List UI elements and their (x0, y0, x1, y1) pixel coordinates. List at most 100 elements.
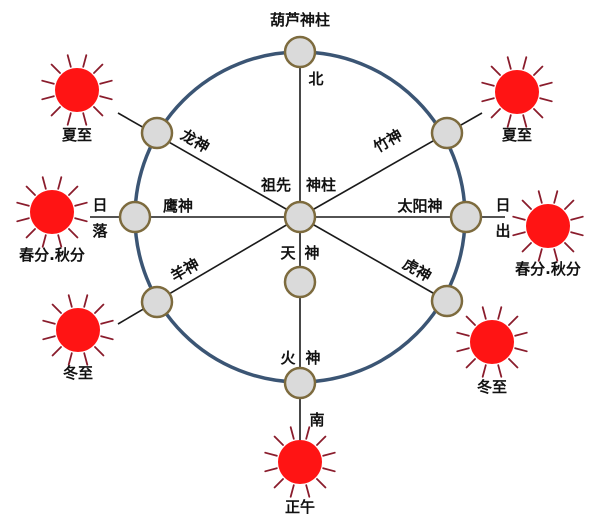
sun-ray (66, 54, 72, 68)
sun-ray (570, 231, 584, 237)
sun-summer-solstice-east: 夏至 (481, 56, 553, 144)
sun-ray (514, 331, 528, 337)
sun-ray (481, 364, 487, 378)
sun-ray (506, 114, 512, 128)
sun-ray (50, 63, 61, 74)
sun-label: 春分.秋分 (19, 246, 85, 264)
sun-ray (481, 306, 487, 320)
sun-ray (273, 435, 284, 446)
sun-ray (316, 435, 327, 446)
sun-ray (564, 199, 575, 210)
sun-ray (289, 484, 295, 498)
sun-ray (41, 79, 55, 85)
label-eagle-god: 鹰神 (163, 197, 193, 215)
node-ancestor-pillar (283, 200, 317, 234)
sun-ray (537, 190, 543, 204)
node-fire-god (283, 366, 317, 400)
sun-ray (57, 176, 63, 190)
node-sky-god (283, 265, 317, 299)
sun-ray (83, 352, 89, 366)
sun-ray (68, 185, 79, 196)
sun-ray (94, 346, 105, 357)
sun-ray (264, 451, 278, 457)
label-fire-right: 神 (305, 349, 320, 367)
label-sunrise-top: 日 (495, 196, 510, 214)
nodes (118, 35, 483, 400)
node-dragon-god (140, 116, 174, 150)
label-fire-left: 火 (280, 349, 296, 367)
label-gourd-pillar: 葫芦神柱 (270, 11, 330, 29)
label-ancestor-right: 神柱 (306, 176, 336, 194)
sun-ray (100, 335, 114, 341)
sun-label: 冬至 (63, 364, 93, 382)
sun-icon (30, 190, 74, 234)
sun-ray (68, 228, 79, 239)
sun-ray (57, 234, 63, 248)
sun-ray (456, 331, 470, 337)
sun-ray (465, 358, 476, 369)
sun-ray (539, 81, 553, 87)
sun-noon: 正午 (264, 426, 336, 516)
label-bamboo-god: 竹神 (370, 126, 406, 157)
sun-icon (526, 204, 570, 248)
sun-ray (533, 108, 544, 119)
sun-icon (495, 70, 539, 114)
sun-equinox-east: 春分.秋分 (512, 190, 584, 278)
sun-icon (56, 308, 100, 352)
sun-ray (66, 112, 72, 126)
sun-ray (74, 201, 88, 207)
label-sunset-bottom: 落 (92, 222, 108, 240)
sun-ray (512, 215, 526, 221)
sun-ray (82, 54, 88, 68)
sun-winter-solstice-east: 冬至 (456, 306, 528, 396)
sun-ray (322, 451, 336, 457)
sun-ray (16, 217, 30, 223)
sun-ray (41, 176, 47, 190)
sun-ray (41, 234, 47, 248)
sun-ray (16, 201, 30, 207)
sun-ray (264, 467, 278, 473)
sun-ray (25, 185, 36, 196)
sun-icon (278, 440, 322, 484)
label-dragon-god: 龙神 (177, 125, 213, 156)
sun-ray (25, 228, 36, 239)
label-north: 北 (308, 70, 323, 88)
sun-ray (521, 242, 532, 253)
sun-label: 春分.秋分 (515, 260, 581, 278)
spoke-southeast (299, 216, 448, 302)
sun-ray (74, 217, 88, 223)
sun-ray (305, 426, 311, 440)
sun-ray (490, 108, 501, 119)
sun-ray (465, 315, 476, 326)
sun-ray (94, 303, 105, 314)
sun-label: 冬至 (477, 378, 507, 396)
node-bamboo-god (430, 116, 464, 150)
label-sheep-god: 羊神 (168, 255, 203, 286)
sun-ray (456, 347, 470, 353)
sun-ray (51, 303, 62, 314)
sun-ray (51, 346, 62, 357)
sun-summer-solstice-west: 夏至 (41, 54, 113, 144)
sun-ray (289, 426, 295, 440)
sun-ray (497, 306, 503, 320)
sun-ray (506, 56, 512, 70)
sun-ray (522, 56, 528, 70)
sun-ray (99, 79, 113, 85)
sun-ray (514, 347, 528, 353)
sun-ray (41, 95, 55, 101)
label-sky-right: 神 (304, 244, 319, 262)
sun-ray (539, 97, 553, 103)
sun-ray (481, 97, 495, 103)
label-tiger-god: 虎神 (400, 255, 435, 286)
sun-ray (82, 112, 88, 126)
label-sunrise-bottom: 出 (495, 222, 510, 240)
sun-icon (55, 68, 99, 112)
sun-ray (322, 467, 336, 473)
sun-ray (508, 315, 519, 326)
node-eagle-god (118, 200, 152, 234)
sun-ray (42, 335, 56, 341)
sun-label: 夏至 (61, 126, 92, 144)
sun-label: 正午 (285, 498, 315, 516)
label-south: 南 (309, 411, 324, 429)
